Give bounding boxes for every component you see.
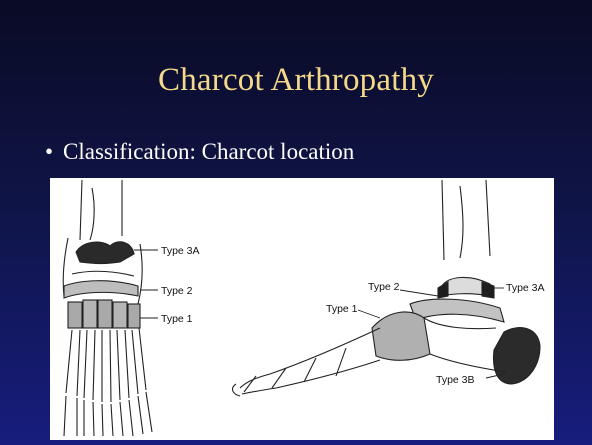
front-type2-region: [64, 281, 138, 298]
fibula-outline: [80, 180, 82, 240]
side-type1-region: [372, 312, 430, 360]
front-label-type2: Type 2: [161, 285, 193, 297]
foot-diagram: Type 3A Type 2 Type 1: [50, 178, 554, 440]
slide-title: Charcot Arthropathy: [0, 62, 592, 99]
front-view-foot: [63, 180, 152, 436]
front-label-type3a: Type 3A: [161, 245, 200, 257]
front-label-type1: Type 1: [161, 313, 193, 325]
side-label-type1: Type 1: [326, 303, 358, 315]
foot-diagram-svg: Type 3A Type 2 Type 1: [50, 178, 554, 440]
bullet-dot: •: [45, 139, 63, 165]
bullet-text: Classification: Charcot location: [63, 139, 354, 164]
side-label-type2: Type 2: [368, 281, 400, 293]
bullet-item: •Classification: Charcot location: [45, 139, 354, 165]
front-type3a-region: [76, 242, 134, 264]
side-label-type3a: Type 3A: [506, 282, 545, 294]
side-type3b-region: [494, 328, 540, 384]
side-label-type3b: Type 3B: [436, 374, 475, 386]
